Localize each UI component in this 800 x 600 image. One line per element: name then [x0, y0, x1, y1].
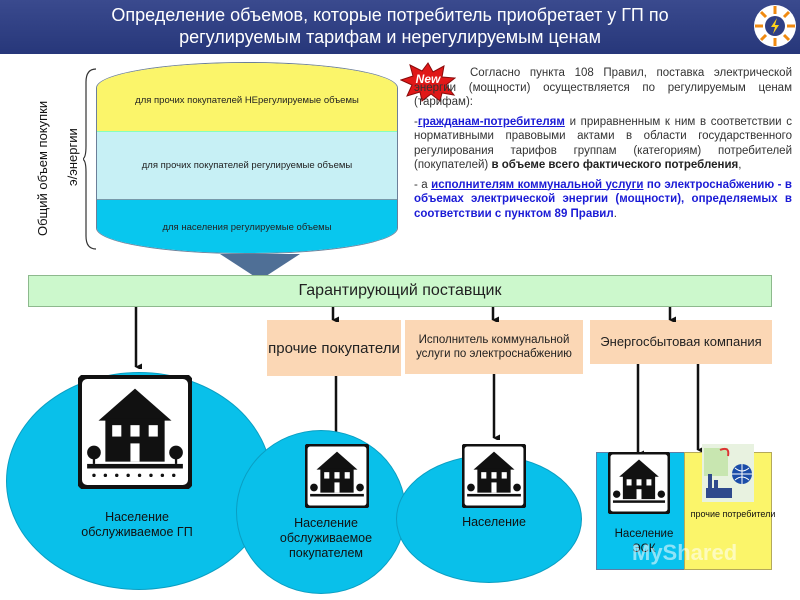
energy-company-box: Энергосбытовая компания [590, 320, 772, 364]
population-label: Население [462, 515, 526, 529]
other-consumers-label: прочие потребители [690, 509, 776, 519]
house-icon [608, 452, 670, 514]
arrow-esk-to-other-consumers [696, 364, 704, 452]
other-buyers-box: прочие покупатели [267, 320, 401, 376]
population-gp-label: Население обслуживаемое ГП [81, 510, 193, 539]
barrel-layer-unregulated: для прочих покупателей НЕрегулируемые об… [97, 63, 397, 131]
info-p2-text: и приравненным к ним в соответствии с но… [414, 115, 792, 172]
big-down-arrow [220, 254, 300, 280]
watermark: MyShared [632, 540, 738, 565]
info-paragraph-3: - а исполнителям коммунальной услуги по … [414, 178, 792, 222]
info-p3-prefix: - а [414, 178, 432, 191]
utility-provider-box: Исполнитель коммунальной услуги по элект… [405, 320, 583, 374]
barrel-layer-regulated-population: для населения регулируемые объемы [97, 199, 397, 253]
guaranteeing-supplier-bar: Гарантирующий поставщик [28, 275, 772, 307]
info-p2-bold: в объеме всего фактического потребления [491, 159, 739, 171]
title-line-2: регулируемым тарифам и нерегулируемым це… [179, 27, 601, 47]
arrow-buyers-to-population [334, 376, 342, 440]
house-icon [78, 375, 192, 489]
house-icon [462, 444, 526, 508]
info-paragraph-1: Согласно пункта 108 Правил, поставка эле… [414, 67, 792, 108]
info-text: Согласно пункта 108 Правил, поставка эле… [414, 66, 792, 226]
curly-brace [83, 68, 97, 250]
energy-label: э/энергии [65, 128, 80, 186]
population-esk-label: Население ЭСК [614, 528, 674, 555]
arrow-gp-to-energy-company [668, 307, 676, 322]
info-p2-prefix: - [414, 115, 418, 128]
header-bar: Определение объемов, которые потребитель… [0, 0, 800, 54]
arrow-utility-to-population [492, 374, 500, 440]
barrel-layer-regulated-other: для прочих покупателей регулируемые объе… [97, 131, 397, 199]
page-title: Определение объемов, которые потребитель… [40, 4, 740, 48]
population-buyer-label: Население обслуживаемое покупателем [279, 516, 373, 560]
new-badge-text: New [415, 72, 441, 86]
info-p3-end: . [613, 207, 617, 220]
total-volume-label: Общий объем покупки [35, 100, 50, 236]
energy-logo-icon [754, 5, 796, 47]
arrow-gp-to-other-buyers [331, 307, 339, 322]
citizens-link[interactable]: гражданам-потребителям [417, 115, 565, 128]
info-paragraph-2: -гражданам-потребителям и приравненным к… [414, 115, 792, 173]
arrow-esk-to-population [636, 364, 644, 456]
house-icon [305, 444, 369, 508]
other-consumers-area [684, 452, 772, 570]
volume-barrel: для прочих покупателей НЕрегулируемые об… [96, 62, 398, 254]
info-p2-end: , [738, 159, 742, 171]
info-p3-bold: по электроснабжению - в объемах электрич… [414, 178, 792, 220]
arrow-gp-to-population [134, 307, 142, 369]
arrow-gp-to-utility [491, 307, 499, 322]
title-line-1: Определение объемов, которые потребитель… [111, 5, 669, 25]
utility-providers-link[interactable]: исполнителям коммунальной услуги [431, 178, 644, 191]
new-badge-icon [400, 62, 456, 102]
industry-globe-icon [702, 444, 754, 502]
